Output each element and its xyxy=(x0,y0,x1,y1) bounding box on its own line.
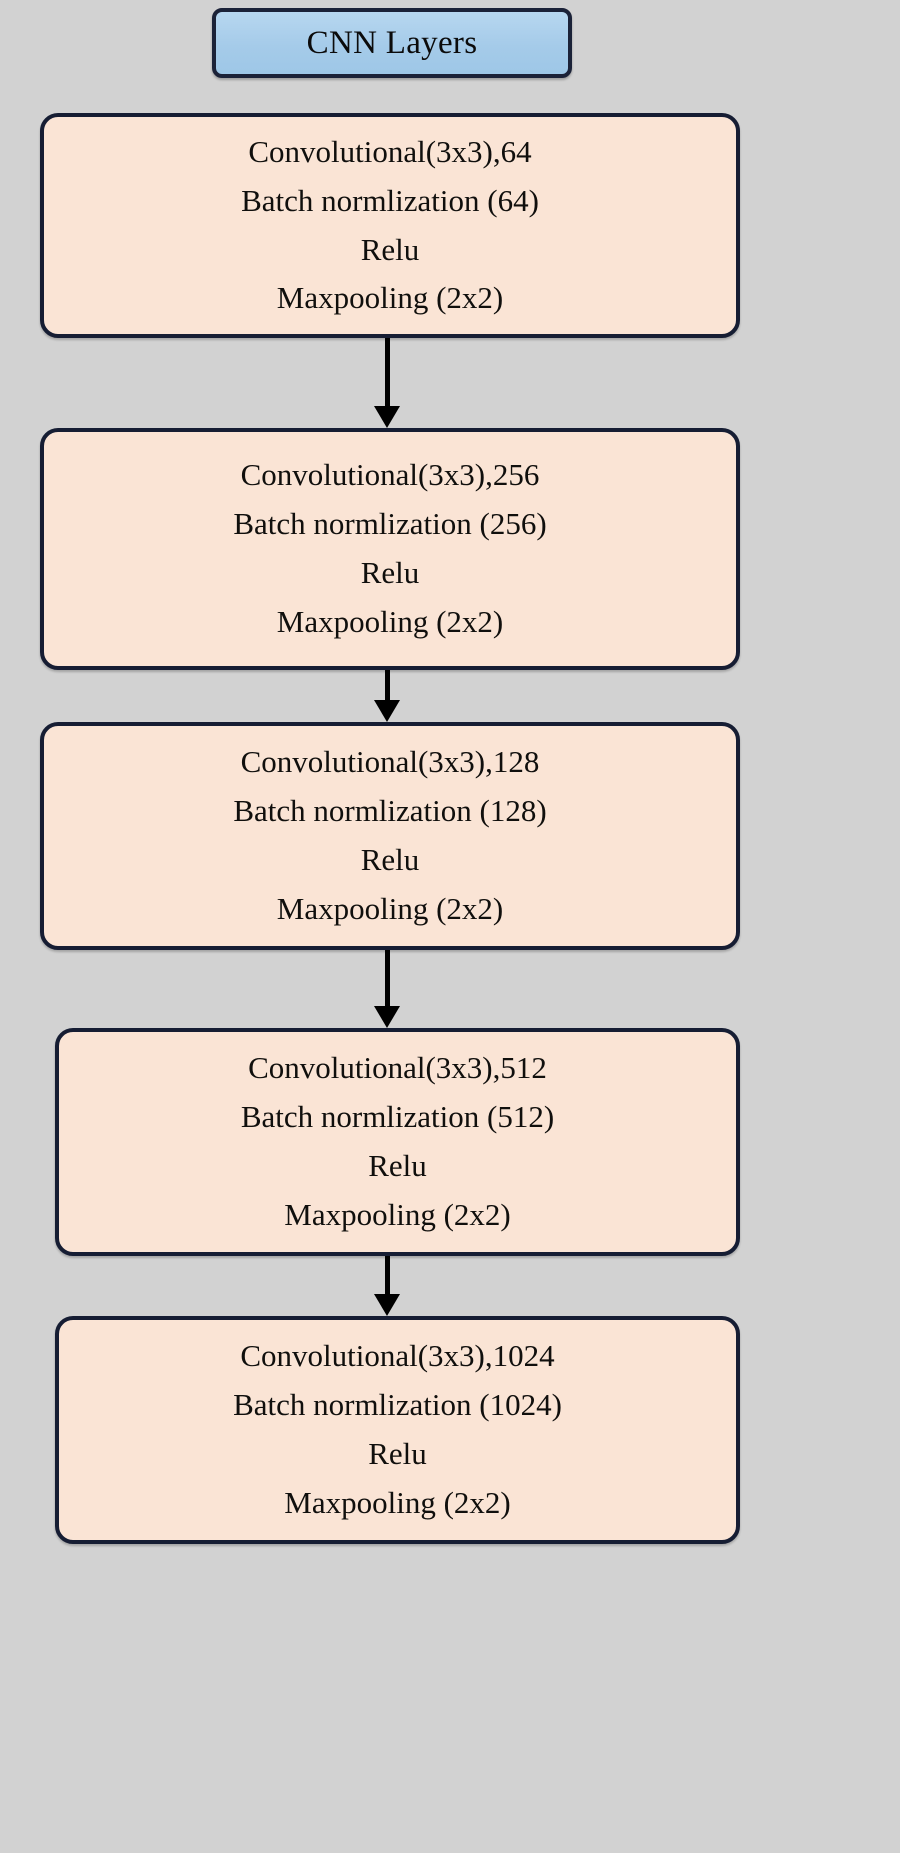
arrow-shaft xyxy=(384,950,390,1007)
arrow-shaft xyxy=(384,1256,390,1295)
layer-line-conv: Convolutional(3x3),128 xyxy=(240,744,540,780)
arrow-block3-to-block4 xyxy=(374,950,400,1028)
layer-line-relu: Relu xyxy=(360,842,420,877)
layer-line-batchnorm: Batch normlization (512) xyxy=(240,1099,555,1135)
layer-block-4: Convolutional(3x3),512 Batch normlizatio… xyxy=(55,1028,740,1256)
arrow-shaft xyxy=(384,338,390,407)
layer-line-relu: Relu xyxy=(368,1436,427,1471)
layer-line-conv: Convolutional(3x3),1024 xyxy=(240,1338,555,1374)
layer-line-relu: Relu xyxy=(368,1148,427,1183)
arrow-block4-to-block5 xyxy=(374,1256,400,1316)
arrow-head-icon xyxy=(374,1294,400,1316)
layer-line-conv: Convolutional(3x3),64 xyxy=(248,133,532,169)
layer-block-5: Convolutional(3x3),1024 Batch normlizati… xyxy=(55,1316,740,1544)
layer-line-maxpool: Maxpooling (2x2) xyxy=(284,1196,511,1232)
cnn-layers-header-box: CNN Layers xyxy=(212,8,572,78)
arrow-head-icon xyxy=(374,1006,400,1028)
arrow-head-icon xyxy=(374,406,400,428)
page-title: CNN Layers xyxy=(306,24,478,61)
layer-block-3: Convolutional(3x3),128 Batch normlizatio… xyxy=(40,722,740,950)
layer-line-maxpool: Maxpooling (2x2) xyxy=(276,280,504,316)
layer-line-conv: Convolutional(3x3),256 xyxy=(240,457,540,493)
arrow-block2-to-block3 xyxy=(374,670,400,722)
layer-line-maxpool: Maxpooling (2x2) xyxy=(276,890,504,926)
layer-line-relu: Relu xyxy=(360,231,420,267)
arrow-block1-to-block2 xyxy=(374,338,400,428)
layer-line-batchnorm: Batch normlization (256) xyxy=(233,506,547,542)
layer-line-relu: Relu xyxy=(360,555,420,590)
layer-line-batchnorm: Batch normlization (64) xyxy=(241,182,539,218)
layer-line-conv: Convolutional(3x3),512 xyxy=(248,1050,547,1086)
layer-line-batchnorm: Batch normlization (1024) xyxy=(233,1387,562,1423)
layer-block-2: Convolutional(3x3),256 Batch normlizatio… xyxy=(40,428,740,670)
layer-line-maxpool: Maxpooling (2x2) xyxy=(276,603,504,639)
arrow-shaft xyxy=(384,670,390,701)
layer-line-batchnorm: Batch normlization (128) xyxy=(233,793,547,829)
layer-block-1: Convolutional(3x3),64 Batch normlization… xyxy=(40,113,740,338)
arrow-head-icon xyxy=(374,700,400,722)
layer-line-maxpool: Maxpooling (2x2) xyxy=(284,1484,511,1520)
